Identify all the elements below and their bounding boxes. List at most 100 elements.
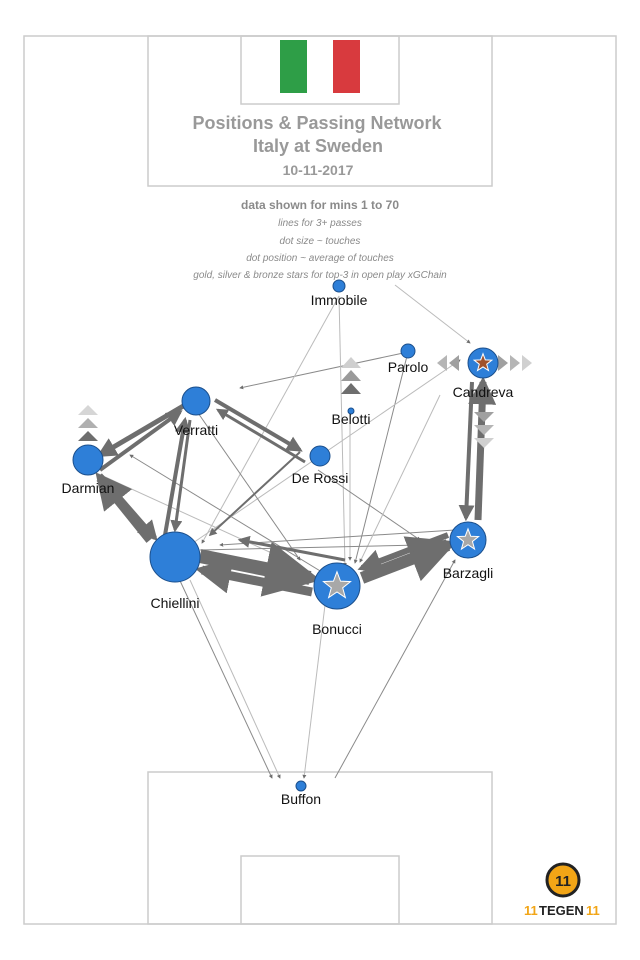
up-arrow-icon xyxy=(78,418,98,428)
pass-line xyxy=(302,604,326,779)
player-node-belotti: Belotti xyxy=(332,407,371,427)
up-arrow-icon xyxy=(341,357,361,368)
player-dot xyxy=(400,343,416,359)
pass-line xyxy=(359,394,441,563)
player-label: Darmian xyxy=(62,480,115,496)
player-dot xyxy=(295,780,307,792)
player-node-parolo: Parolo xyxy=(388,343,429,375)
pass-line xyxy=(458,381,475,522)
info-minutes: data shown for mins 1 to 70 xyxy=(241,198,399,212)
pass-line xyxy=(213,398,303,452)
player-label: Parolo xyxy=(388,359,429,375)
pass-line xyxy=(334,559,456,779)
pass-line xyxy=(357,532,450,573)
player-label: Immobile xyxy=(311,292,368,308)
up-arrow-icon xyxy=(78,431,98,441)
pass-line xyxy=(201,295,340,544)
flag-white xyxy=(307,40,333,93)
player-label: Candreva xyxy=(453,384,514,400)
pass-line xyxy=(215,408,306,464)
pass-line xyxy=(199,543,421,551)
belotti-arrows xyxy=(341,357,361,394)
pass-line xyxy=(98,410,183,472)
up-arrow-icon xyxy=(341,383,361,394)
pass-line xyxy=(98,473,158,542)
pass-line xyxy=(170,419,192,533)
player-label: Buffon xyxy=(281,791,321,807)
player-node-candreva: Candreva xyxy=(453,347,514,400)
player-node-de-rossi: De Rossi xyxy=(292,445,349,486)
left-arrow-icon xyxy=(449,355,459,371)
pass-line xyxy=(239,351,409,390)
pass-line xyxy=(353,351,409,564)
flag-red xyxy=(333,40,360,93)
flag-green xyxy=(280,40,307,93)
bronze-star-icon xyxy=(472,352,494,372)
player-label: De Rossi xyxy=(292,470,349,486)
pitch-lines xyxy=(23,35,617,925)
pass-lines-thick xyxy=(95,376,497,597)
player-dot xyxy=(347,407,355,415)
right-arrow-icon xyxy=(510,355,520,371)
pass-line xyxy=(338,295,347,567)
top-goal-box xyxy=(240,35,400,105)
pass-line xyxy=(189,579,281,779)
player-node-barzagli: Barzagli xyxy=(443,521,493,581)
info-line-4: gold, silver & bronze stars for top-3 in… xyxy=(193,270,447,281)
down-arrow-icon xyxy=(474,412,494,422)
pass-line xyxy=(163,416,191,536)
chart-title: Positions & Passing Network xyxy=(192,113,442,133)
pass-line xyxy=(317,469,421,541)
pass-line xyxy=(394,284,471,344)
player-dot xyxy=(149,531,201,583)
down-arrow-icon xyxy=(474,425,494,435)
pass-line xyxy=(195,409,301,561)
logo-right-11: 11 xyxy=(586,903,600,918)
player-label: Chiellini xyxy=(150,595,199,611)
darmian-arrows xyxy=(78,405,98,441)
player-dot xyxy=(332,279,346,293)
player-dot xyxy=(181,386,211,416)
player-label: Belotti xyxy=(332,411,371,427)
bottom-goal-box xyxy=(240,855,400,925)
match-date: 10-11-2017 xyxy=(283,162,354,178)
silver-star-icon xyxy=(456,527,480,551)
up-arrow-icon xyxy=(78,405,98,415)
info-line-3: dot position ~ average of touches xyxy=(246,253,394,264)
pass-line xyxy=(194,557,313,597)
pass-line xyxy=(468,376,497,521)
pass-line xyxy=(359,536,457,584)
player-node-immobile: Immobile xyxy=(311,279,368,308)
logo-left-11: 11 xyxy=(524,903,538,918)
right-arrow-icon xyxy=(522,355,532,371)
player-node-verratti: Verratti xyxy=(174,386,218,438)
player-node-buffon: Buffon xyxy=(281,780,321,807)
pass-line xyxy=(208,451,301,537)
logo-digits: 11 xyxy=(555,873,571,890)
left-arrow-icon xyxy=(437,355,447,371)
info-line-2: dot size ~ touches xyxy=(280,236,361,247)
direction-indicators xyxy=(78,355,532,448)
11tegen11-logo-icon xyxy=(545,862,581,898)
player-node-chiellini: Chiellini xyxy=(149,531,201,611)
player-node-bonucci: Bonucci xyxy=(312,562,362,637)
player-label: Bonucci xyxy=(312,621,362,637)
candreva-arrows xyxy=(437,355,532,448)
right-arrow-icon xyxy=(498,355,508,371)
silver-star-icon xyxy=(322,570,352,599)
pass-line xyxy=(174,569,273,779)
player-dot xyxy=(309,445,331,467)
player-node-darmian: Darmian xyxy=(62,444,115,496)
logo-text: TEGEN xyxy=(539,903,584,918)
brand-logo: 11 11 TEGEN 11 xyxy=(524,862,600,918)
match-title: Italy at Sweden xyxy=(253,136,383,156)
player-dot xyxy=(72,444,104,476)
info-line-1: lines for 3+ passes xyxy=(278,218,362,229)
italy-flag xyxy=(280,40,360,93)
down-arrow-icon xyxy=(474,438,494,448)
up-arrow-icon xyxy=(341,370,361,381)
pass-line xyxy=(237,535,346,562)
pass-line xyxy=(96,402,187,458)
